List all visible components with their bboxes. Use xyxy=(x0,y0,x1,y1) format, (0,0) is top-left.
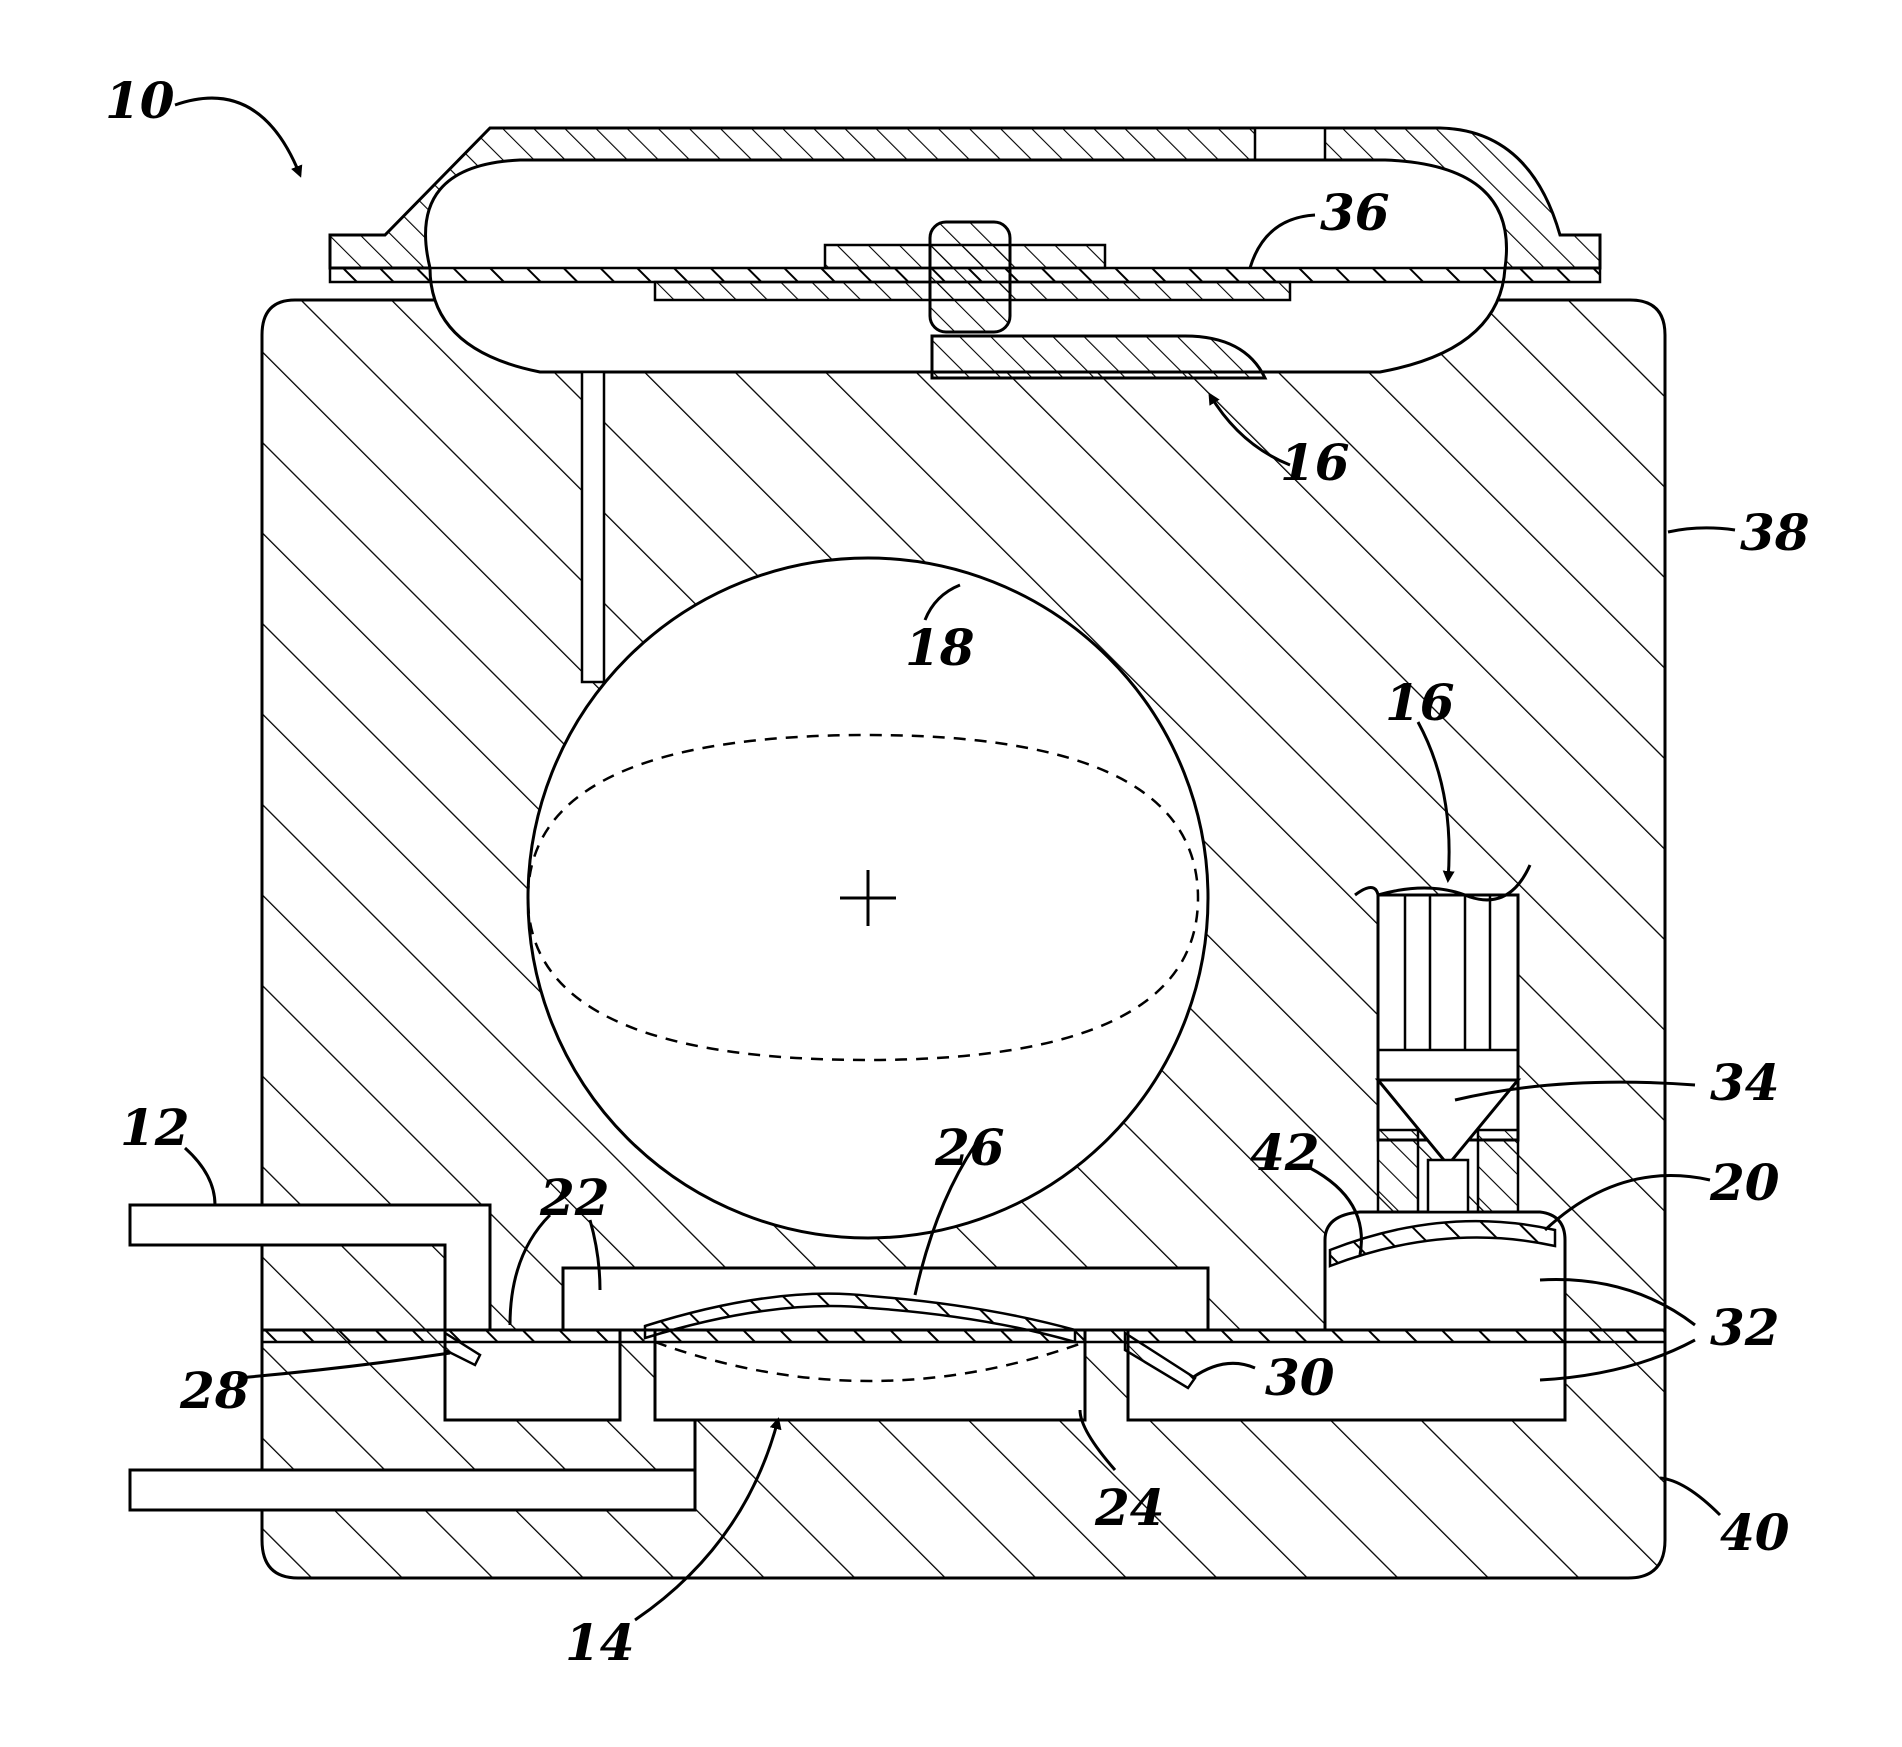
membrane-layer xyxy=(262,1330,1665,1342)
valve-stem-16 xyxy=(1355,865,1530,1212)
label-12: 12 xyxy=(120,1098,190,1157)
label-30: 30 xyxy=(1265,1348,1335,1407)
label-16-top: 16 xyxy=(1280,433,1350,492)
label-38: 38 xyxy=(1740,503,1810,562)
center-pin xyxy=(930,222,1010,332)
leader-38 xyxy=(1668,528,1735,532)
label-18: 18 xyxy=(905,618,975,677)
label-10: 10 xyxy=(105,71,175,130)
label-20: 20 xyxy=(1709,1153,1780,1212)
label-32: 32 xyxy=(1710,1298,1780,1357)
label-42: 42 xyxy=(1250,1123,1320,1182)
label-26: 26 xyxy=(934,1118,1005,1177)
sphere-18 xyxy=(528,558,1208,1238)
label-34: 34 xyxy=(1710,1053,1780,1112)
label-28: 28 xyxy=(179,1361,250,1420)
label-40: 40 xyxy=(1720,1503,1790,1562)
label-22: 22 xyxy=(539,1168,610,1227)
label-14: 14 xyxy=(565,1613,635,1672)
label-16-right: 16 xyxy=(1385,673,1455,732)
leader-10 xyxy=(175,98,300,175)
label-36: 36 xyxy=(1320,183,1390,242)
valve-seat-16 xyxy=(932,336,1265,378)
label-24: 24 xyxy=(1094,1478,1165,1537)
vertical-passage xyxy=(582,372,604,682)
leader-40 xyxy=(1660,1478,1720,1515)
